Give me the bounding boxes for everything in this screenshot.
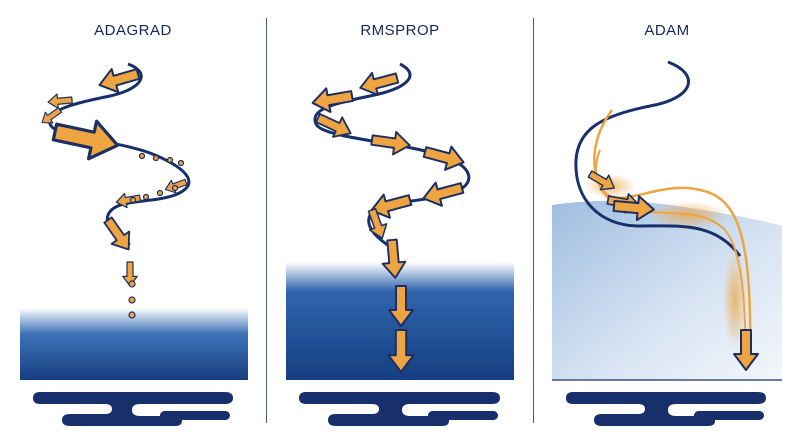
rmsprop-arrow-4 [369, 127, 413, 158]
adam-momentum-curve-2 [595, 149, 747, 356]
adam-ground [566, 392, 766, 426]
rmsprop-arrow-6 [419, 175, 467, 211]
adagrad-path [48, 62, 191, 247]
rmsprop-ground-bar [428, 411, 498, 420]
rmsprop-arrow-5 [420, 139, 468, 175]
adagrad-arrow-7 [98, 212, 139, 257]
rmsprop-arrow-1 [356, 66, 401, 100]
adam-momentum-curve-1 [593, 109, 752, 363]
adagrad-arrow-4 [49, 111, 124, 166]
adam-water [552, 200, 782, 380]
adagrad-ground-bar [160, 411, 230, 420]
adagrad-ground [33, 392, 233, 426]
panel-title-rmsprop: RMSPROP [360, 22, 440, 39]
adagrad-dots [128, 152, 185, 319]
panel-rmsprop: RMSPROP [267, 0, 533, 447]
adam-path [574, 60, 742, 257]
rmsprop-illustration [286, 62, 514, 426]
divider-right [533, 18, 534, 423]
adam-ground-bar [694, 411, 764, 420]
adagrad-water [20, 308, 248, 380]
panel-adagrad: ADAGRAD [0, 0, 266, 447]
rmsprop-ground [299, 392, 500, 426]
panel-adam: ADAM [534, 0, 800, 447]
panel-title-adam: ADAM [644, 22, 690, 39]
panel-title-adagrad: ADAGRAD [94, 22, 172, 39]
rmsprop-arrow-2 [309, 83, 356, 116]
divider-left [266, 18, 267, 423]
adam-illustration [552, 60, 782, 426]
adagrad-illustration [20, 61, 248, 426]
